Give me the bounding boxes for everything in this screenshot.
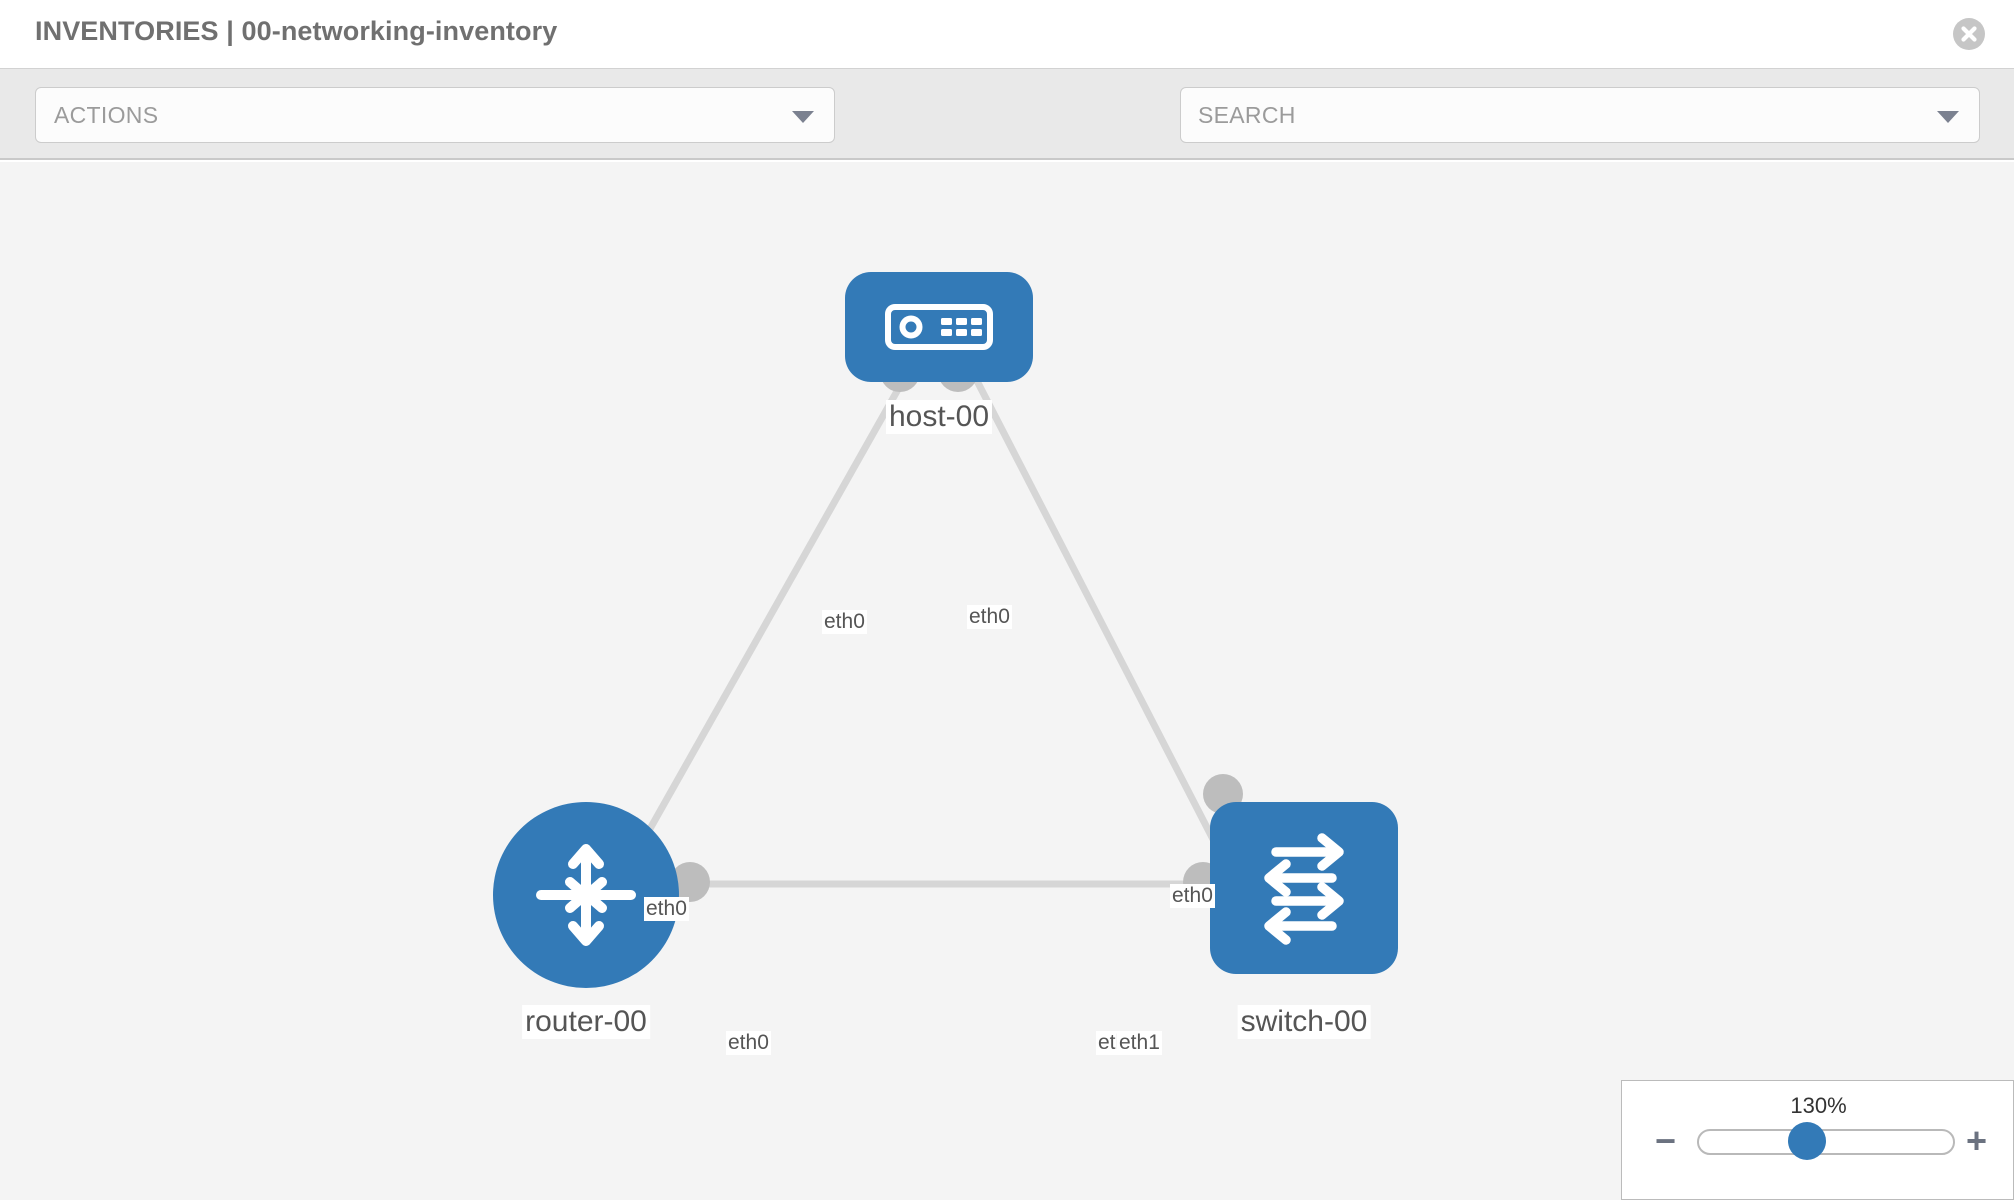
- edge-label-switch-host: eth0: [1170, 884, 1215, 908]
- page-title: INVENTORIES | 00-networking-inventory: [35, 16, 558, 46]
- switch-icon: [1264, 833, 1344, 945]
- search-input[interactable]: [1198, 88, 1898, 142]
- node-label-switch-00: switch-00: [1237, 1005, 1371, 1039]
- router-node-shape[interactable]: [493, 802, 679, 988]
- zoom-out-button[interactable]: −: [1655, 1120, 1677, 1161]
- zoom-slider-track[interactable]: [1697, 1129, 1955, 1155]
- server-icon: [885, 304, 993, 350]
- link-host-switch: [971, 375, 1239, 884]
- edge-label-router-host: eth0: [644, 897, 689, 921]
- actions-dropdown[interactable]: ACTIONS: [35, 87, 835, 143]
- edge-label-router-switch: eth0: [726, 1031, 771, 1055]
- search-box[interactable]: [1180, 87, 1980, 143]
- switch-node-shape[interactable]: [1210, 802, 1398, 974]
- edge-label-switch-router-b: eth1: [1117, 1031, 1162, 1055]
- link-host-router: [616, 375, 909, 884]
- page-header: INVENTORIES | 00-networking-inventory: [0, 0, 2014, 68]
- node-label-router-00: router-00: [522, 1005, 650, 1039]
- topology-links: [616, 375, 1239, 888]
- zoom-in-button[interactable]: +: [1965, 1120, 1987, 1161]
- edge-label-host-switch: eth0: [967, 605, 1012, 629]
- edge-label-host-router: eth0: [822, 610, 867, 634]
- actions-dropdown-label: ACTIONS: [54, 102, 159, 128]
- close-circle-icon[interactable]: [1952, 17, 1986, 51]
- chevron-down-icon[interactable]: [1937, 111, 1959, 123]
- zoom-control-panel: 130% − +: [1621, 1080, 2014, 1200]
- router-icon: [536, 844, 636, 946]
- zoom-slider-thumb[interactable]: [1788, 1122, 1826, 1160]
- host-node-shape[interactable]: [845, 272, 1033, 382]
- zoom-level-value: 130%: [1790, 1093, 1847, 1118]
- node-label-host-00: host-00: [885, 400, 993, 434]
- chevron-down-icon: [792, 111, 814, 123]
- toolbar: ACTIONS: [0, 68, 2014, 199]
- topology-canvas[interactable]: host-00 router-00: [0, 162, 2014, 1200]
